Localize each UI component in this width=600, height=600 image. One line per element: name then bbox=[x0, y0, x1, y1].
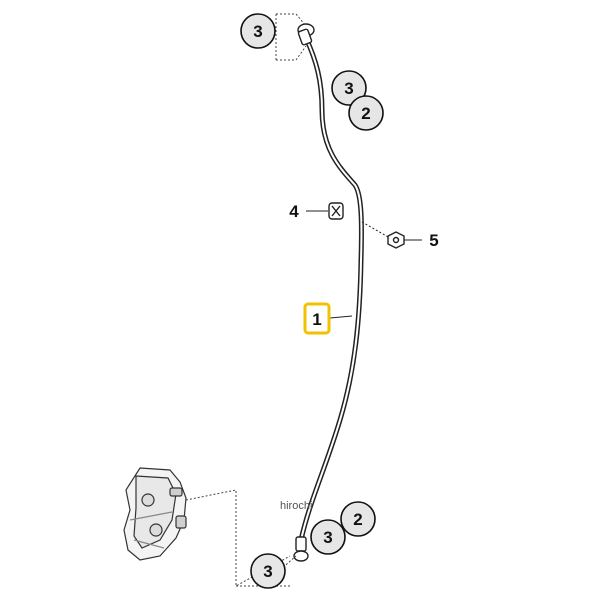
label-brake-line-highlight: 1 bbox=[303, 302, 331, 335]
svg-text:3: 3 bbox=[253, 22, 262, 41]
leader-line-1 bbox=[329, 315, 353, 319]
svg-text:3: 3 bbox=[323, 528, 332, 547]
callout-bottom-left: 3 bbox=[250, 553, 286, 589]
callout-bottom-right-lower: 3 bbox=[310, 519, 346, 555]
top-bracket-lines bbox=[275, 13, 307, 61]
bolt-part bbox=[328, 202, 344, 220]
watermark-text: hirochi bbox=[280, 500, 312, 512]
brake-caliper bbox=[123, 467, 187, 561]
leader-line-nut bbox=[361, 221, 391, 239]
nut-part bbox=[387, 231, 405, 249]
top-banjo-fitting bbox=[297, 23, 315, 46]
callout-top-right-lower: 2 bbox=[348, 95, 384, 131]
brake-line-hose bbox=[298, 35, 364, 543]
callout-bottom-right-upper: 2 bbox=[340, 501, 376, 537]
bottom-banjo-fitting bbox=[293, 536, 309, 562]
label-brake-line: 1 bbox=[312, 310, 321, 329]
svg-text:3: 3 bbox=[263, 562, 272, 581]
svg-text:2: 2 bbox=[353, 510, 362, 529]
svg-text:2: 2 bbox=[361, 104, 370, 123]
callout-top-right-upper: 3 bbox=[331, 70, 367, 106]
label-nut: 5 bbox=[429, 231, 438, 250]
callout-top-left: 3 bbox=[240, 13, 276, 49]
svg-text:3: 3 bbox=[344, 79, 353, 98]
label-bolt: 4 bbox=[289, 202, 299, 221]
